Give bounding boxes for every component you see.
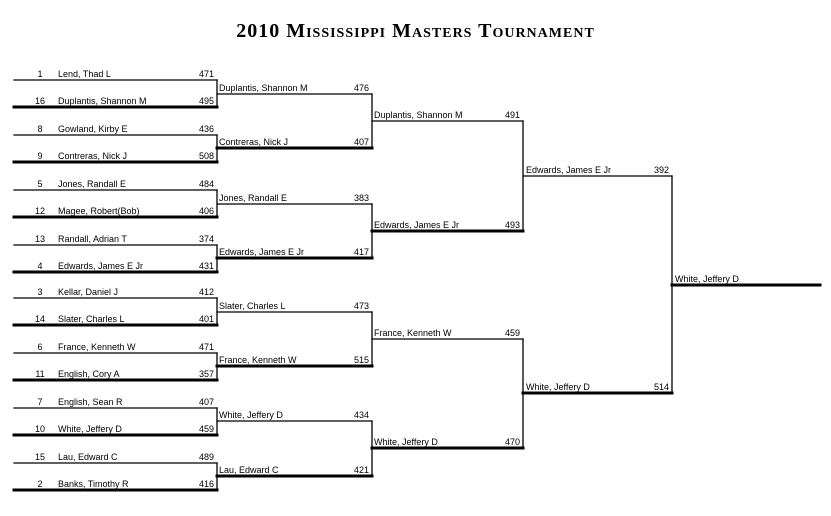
champion-name: White, Jeffery D [675,274,739,284]
player-name: France, Kenneth W [219,355,297,365]
seed-number: 6 [37,342,42,352]
player-score: 357 [199,369,214,379]
player-name: France, Kenneth W [374,328,452,338]
player-name: White, Jeffery D [219,410,283,420]
player-name: Lau, Edward C [58,452,118,462]
player-score: 407 [199,397,214,407]
player-name: English, Sean R [58,397,123,407]
player-score: 471 [199,69,214,79]
player-score: 374 [199,234,214,244]
player-name: Jones, Randall E [219,193,287,203]
player-name: Edwards, James E Jr [374,220,459,230]
player-score: 412 [199,287,214,297]
player-score: 471 [199,342,214,352]
player-score: 491 [505,110,520,120]
seed-number: 11 [35,369,44,379]
player-score: 401 [199,314,214,324]
player-name: White, Jeffery D [58,424,122,434]
player-name: Jones, Randall E [58,179,126,189]
player-score: 383 [354,193,369,203]
player-score: 459 [199,424,214,434]
player-score: 421 [354,465,369,475]
player-name: Duplantis, Shannon M [374,110,463,120]
player-name: France, Kenneth W [58,342,136,352]
player-name: White, Jeffery D [526,382,590,392]
player-name: Magee, Robert(Bob) [58,206,140,216]
player-name: Contreras, Nick J [219,137,288,147]
seed-number: 8 [37,124,42,134]
player-score: 515 [354,355,369,365]
tournament-title: 2010 Mississippi Masters Tournament [236,20,595,42]
player-name: English, Cory A [58,369,120,379]
player-score: 473 [354,301,369,311]
player-score: 489 [199,452,214,462]
player-score: 508 [199,151,214,161]
player-score: 416 [199,479,214,489]
player-name: Slater, Charles L [219,301,286,311]
seed-number: 13 [35,234,45,244]
player-score: 431 [199,261,214,271]
player-score: 417 [354,247,369,257]
player-score: 406 [199,206,214,216]
seed-number: 5 [37,179,42,189]
seed-number: 10 [35,424,45,434]
player-score: 470 [505,437,520,447]
player-name: Edwards, James E Jr [58,261,143,271]
player-name: Kellar, Daniel J [58,287,118,297]
seed-number: 16 [35,96,45,106]
seed-number: 1 [37,69,42,79]
seed-number: 7 [37,397,42,407]
player-name: Duplantis, Shannon M [58,96,147,106]
player-name: Duplantis, Shannon M [219,83,308,93]
player-name: Banks, Timothy R [58,479,129,489]
player-name: Contreras, Nick J [58,151,127,161]
player-score: 436 [199,124,214,134]
player-name: White, Jeffery D [374,437,438,447]
player-score: 392 [654,165,669,175]
seed-number: 12 [35,206,45,216]
seed-number: 4 [37,261,42,271]
seed-number: 15 [35,452,45,462]
player-score: 493 [505,220,520,230]
player-name: Lau, Edward C [219,465,279,475]
seed-number: 3 [37,287,42,297]
player-name: Gowland, Kirby E [58,124,128,134]
player-name: Edwards, James E Jr [526,165,611,175]
player-score: 484 [199,179,214,189]
player-name: Randall, Adrian T [58,234,127,244]
player-score: 495 [199,96,214,106]
player-score: 459 [505,328,520,338]
seed-number: 14 [35,314,45,324]
player-name: Lend, Thad L [58,69,111,79]
player-name: Edwards, James E Jr [219,247,304,257]
player-score: 476 [354,83,369,93]
player-name: Slater, Charles L [58,314,125,324]
player-score: 407 [354,137,369,147]
seed-number: 9 [37,151,42,161]
player-score: 514 [654,382,669,392]
seed-number: 2 [37,479,42,489]
player-score: 434 [354,410,369,420]
